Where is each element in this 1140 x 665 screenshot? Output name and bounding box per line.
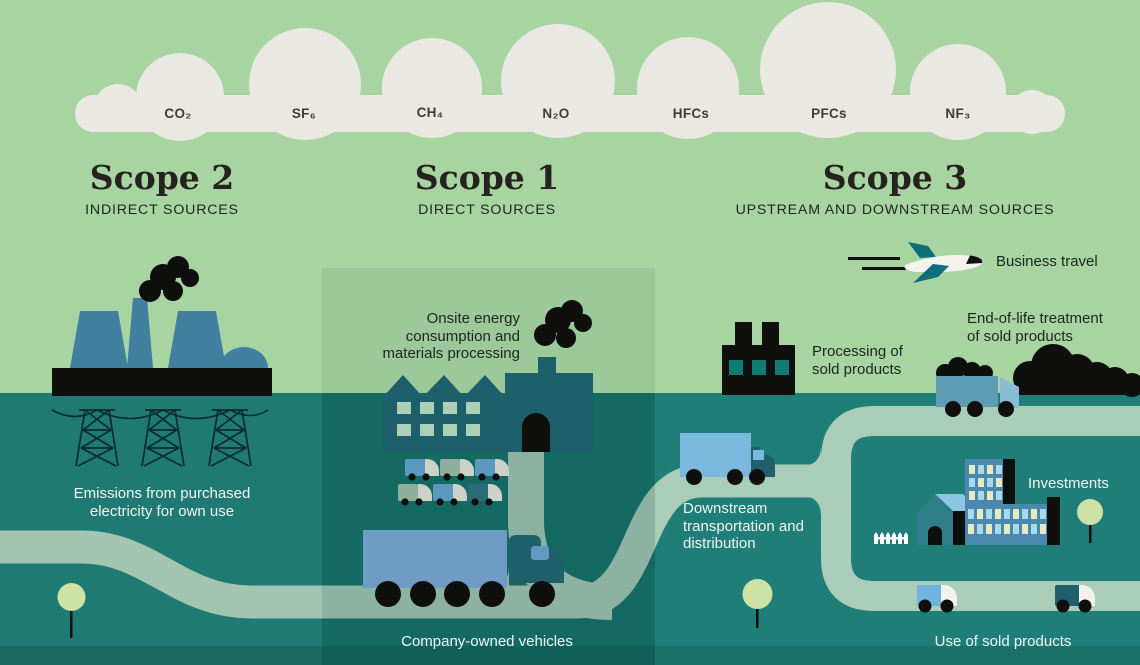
- scope2-title: Scope 2: [89, 158, 235, 197]
- van-light-blue: [917, 585, 957, 613]
- gas-label-n2o: N₂O: [542, 106, 570, 121]
- scope3-heading: Scope 3 UPSTREAM AND DOWNSTREAM SOURCES: [735, 158, 1055, 218]
- smoke-icon: [139, 256, 199, 302]
- gas-label-co2: CO₂: [164, 106, 192, 121]
- scope1-heading: Scope 1 DIRECT SOURCES: [414, 158, 560, 218]
- waste-piles: [1013, 344, 1140, 397]
- gas-cloud: [75, 2, 1065, 141]
- factory-windows: [397, 402, 480, 436]
- factory-door: [522, 413, 550, 452]
- end-of-life-truck: [936, 357, 1019, 417]
- tree-investments: [1077, 499, 1103, 543]
- office-buildings: [965, 459, 1060, 545]
- tree-middle: [742, 579, 773, 628]
- picket-fence: [874, 532, 908, 544]
- van-dark-teal: [1055, 585, 1095, 613]
- scope2-subtitle: INDIRECT SOURCES: [85, 201, 239, 218]
- airplane-icon: [848, 242, 983, 283]
- caption-end-of-life: End-of-life treatment of sold products: [967, 310, 1103, 345]
- scope2-heading: Scope 2 INDIRECT SOURCES: [85, 158, 239, 218]
- caption-processing: Processing of sold products: [812, 343, 903, 378]
- transmission-towers: [51, 409, 269, 467]
- processing-factory: [722, 322, 795, 395]
- caption-investments: Investments: [1028, 475, 1109, 492]
- caption-business-travel: Business travel: [996, 253, 1098, 270]
- gas-label-ch4: CH₄: [416, 105, 444, 120]
- scope3-title: Scope 3: [822, 158, 968, 197]
- gas-label-sf6: SF₆: [291, 106, 317, 121]
- caption-emissions-purchased: Emissions from purchased electricity for…: [73, 485, 251, 520]
- caption-company-vehicles: Company-owned vehicles: [401, 633, 573, 650]
- scope3-subtitle: UPSTREAM AND DOWNSTREAM SOURCES: [735, 201, 1055, 218]
- scope1-title: Scope 1: [414, 158, 560, 197]
- factory-scope1: [383, 300, 593, 452]
- power-plant: [52, 256, 272, 396]
- use-vans: [917, 585, 1095, 613]
- smoke-icon: [534, 300, 592, 348]
- gas-label-nf3: NF₃: [945, 106, 971, 121]
- gas-label-hfcs: HFCs: [672, 106, 710, 121]
- downstream-truck: [680, 433, 775, 485]
- tree-left: [57, 583, 86, 638]
- scope1-subtitle: DIRECT SOURCES: [418, 201, 556, 218]
- gas-label-pfcs: PFCs: [811, 106, 847, 121]
- caption-downstream: Downstream transportation and distributi…: [683, 500, 804, 552]
- caption-use-of-sold: Use of sold products: [934, 633, 1072, 650]
- company-truck: [363, 530, 564, 607]
- caption-onsite-energy: Onsite energy consumption and materials …: [382, 310, 520, 362]
